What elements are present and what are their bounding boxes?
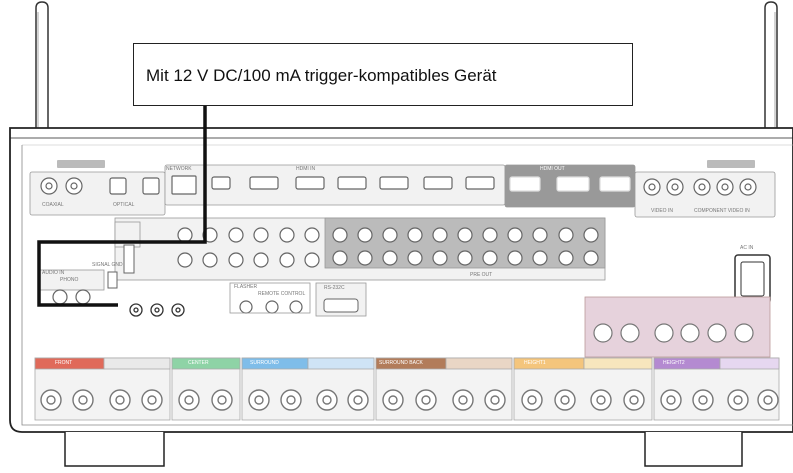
component-video-in-label: COMPONENT VIDEO IN <box>694 208 750 214</box>
surround-back-label: SURROUND BACK <box>379 360 423 366</box>
phono-label: PHONO <box>60 277 78 283</box>
flasher-label: FLASHER <box>234 284 257 290</box>
front-label: FRONT <box>55 360 72 366</box>
signal-gnd-label: SIGNAL GND <box>92 262 123 268</box>
dc-out-spec: DC12V 100mA MAX. <box>122 292 191 298</box>
height1-label: HEIGHT1 <box>524 360 546 366</box>
pre-out-label: PRE OUT <box>470 272 492 278</box>
ac-in-label: AC IN <box>740 245 753 251</box>
remote-control-label: REMOTE CONTROL <box>258 291 305 297</box>
center-label: CENTER <box>188 360 209 366</box>
dc-out-title: DC OUT <box>122 285 191 291</box>
height2-label: HEIGHT2 <box>663 360 685 366</box>
coaxial-label: COAXIAL <box>42 202 64 208</box>
rs232c-label: RS-232C <box>324 285 345 291</box>
speaker-terminals <box>35 358 779 420</box>
video-in-label: VIDEO IN <box>651 208 673 214</box>
network-label: NETWORK <box>166 166 192 172</box>
optical-label: OPTICAL <box>113 202 134 208</box>
hdmi-out-label: HDMI OUT <box>540 166 565 172</box>
hdmi-in-label: HDMI IN <box>296 166 315 172</box>
audio-in-label: AUDIO IN <box>42 270 64 276</box>
surround-label: SURROUND <box>250 360 279 366</box>
